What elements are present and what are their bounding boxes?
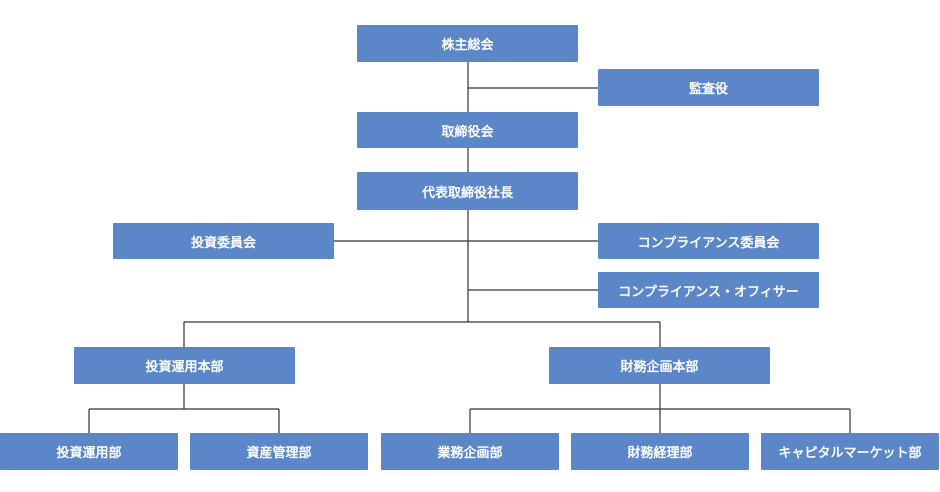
asset-management-dept-box: 資産管理部 [190,433,368,470]
board-of-directors-box: 取締役会 [357,112,578,148]
investment-hq-box: 投資運用本部 [74,347,295,384]
auditor-box: 監査役 [598,69,819,106]
finance-hq-box: 財務企画本部 [549,347,770,384]
compliance-committee-box: コンプライアンス委員会 [598,223,819,259]
business-planning-dept-box: 業務企画部 [381,433,559,470]
finance-accounting-dept-box: 財務経理部 [571,433,749,470]
president-box: 代表取締役社長 [357,172,578,210]
shareholders-meeting-box: 株主総会 [357,25,578,62]
capital-markets-dept-box: キャピタルマーケット部 [761,433,939,470]
investment-dept-box: 投資運用部 [0,433,178,470]
investment-committee-box: 投資委員会 [113,223,334,259]
compliance-officer-box: コンプライアンス・オフィサー [598,272,819,308]
